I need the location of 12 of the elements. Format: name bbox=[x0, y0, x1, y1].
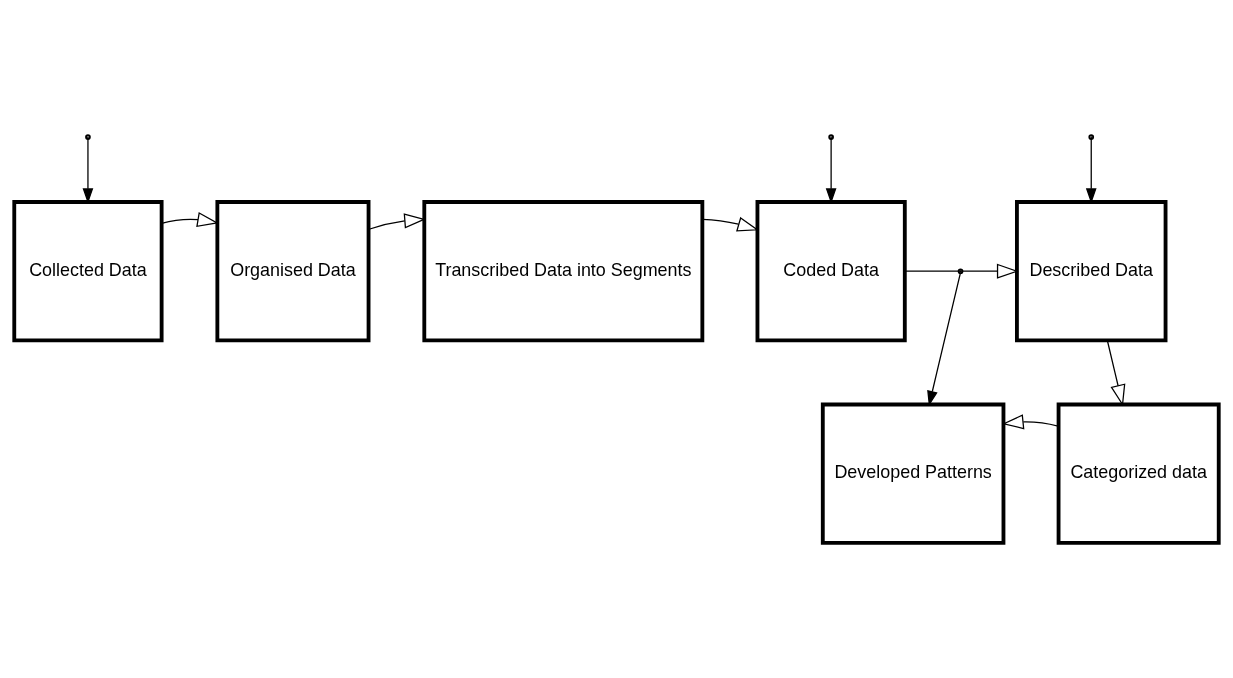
node-box: Described Data bbox=[1015, 199, 1168, 342]
arrow bbox=[368, 212, 426, 230]
node-box: Transcribed Data into Segments bbox=[422, 199, 705, 342]
node-box: Developed Patterns bbox=[820, 402, 1006, 545]
node-box: Coded Data bbox=[755, 199, 907, 342]
arrow bbox=[927, 271, 962, 406]
node-box: Collected Data bbox=[12, 199, 164, 342]
arrow bbox=[161, 211, 219, 227]
arrow bbox=[904, 263, 1019, 279]
node-box: Categorized data bbox=[1056, 402, 1221, 545]
arrow bbox=[1106, 339, 1126, 406]
node-box: Organised Data bbox=[215, 199, 371, 342]
